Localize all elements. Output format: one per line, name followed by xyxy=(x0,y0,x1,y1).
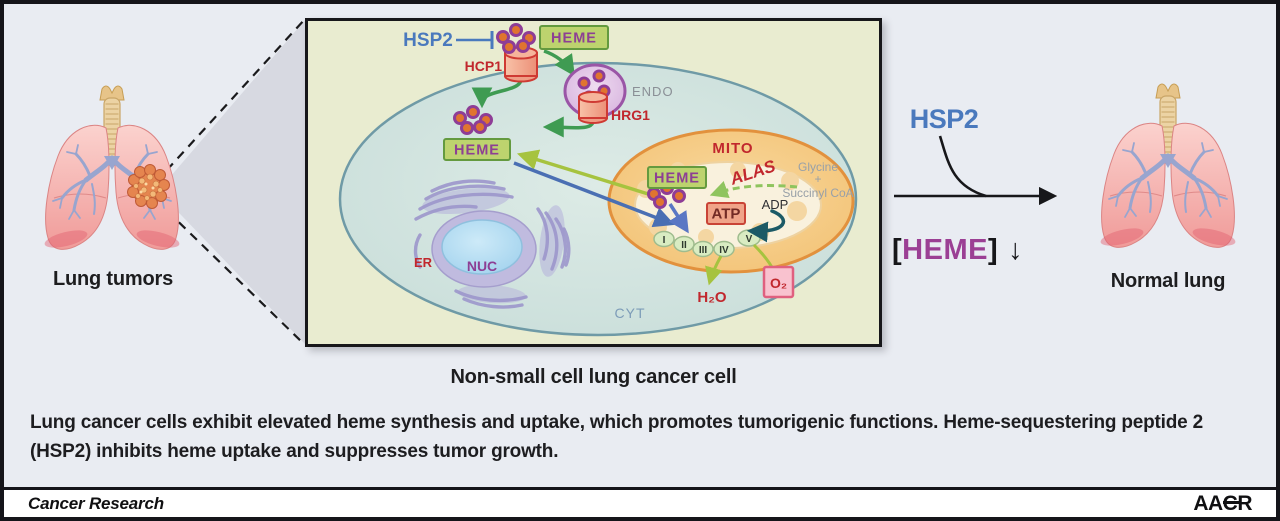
figure-panel: Lung tumors xyxy=(4,4,1276,487)
journal-footer: Cancer Research AACR xyxy=(4,487,1276,521)
nucleus xyxy=(431,210,537,288)
bracket-open: [ xyxy=(892,234,903,266)
atp-box: ATP xyxy=(706,202,746,225)
hsp2-inhibition-bar xyxy=(456,31,494,49)
hsp2-label: HSP2 xyxy=(403,30,453,51)
cell-diagram-box: HEME HEME HEME ATP O₂ xyxy=(305,18,882,347)
hrg1-transporter xyxy=(578,91,608,124)
cytosol-heme-to-etc-arrow xyxy=(513,161,675,228)
hcp1-label: HCP1 xyxy=(465,58,503,74)
diagram-title: Non-small cell lung cancer cell xyxy=(450,366,737,388)
cyt-label: CYT xyxy=(615,305,646,321)
down-arrow: ↓ xyxy=(1008,234,1024,266)
complex-v: V xyxy=(746,234,753,245)
journal-title: Cancer Research xyxy=(28,493,164,513)
svg-text:O₂: O₂ xyxy=(770,275,787,291)
complex-iii: III xyxy=(699,245,708,256)
heme-box-extracellular: HEME xyxy=(539,25,609,50)
heme-to-endosome-arrow xyxy=(543,49,575,77)
complex-i: I xyxy=(663,235,666,246)
o2-box: O₂ xyxy=(762,265,795,299)
complex-ii: II xyxy=(681,240,687,251)
mito-heme-to-etc-arrow xyxy=(668,203,689,234)
adp-label: ADP xyxy=(762,197,789,212)
figure-caption: Lung cancer cells exhibit elevated heme … xyxy=(30,412,1203,462)
aacr-logo-bar xyxy=(1223,500,1241,504)
lung-tumors-illustration xyxy=(32,82,192,267)
svg-text:ATP: ATP xyxy=(712,206,741,223)
hcp1-transporter xyxy=(504,46,538,83)
right-panel-label: Normal lung xyxy=(1110,270,1226,292)
tumor xyxy=(127,164,170,209)
heme-decrease-label: [HEME] ↓ xyxy=(892,234,1023,267)
left-panel-label: Lung tumors xyxy=(52,268,173,290)
nuc-label: NUC xyxy=(467,258,497,274)
mito-label: MITO xyxy=(712,140,753,157)
h2o-arrow xyxy=(705,255,723,286)
mito-to-cytosol-heme-arrow xyxy=(516,149,659,199)
adp-atp-arrow xyxy=(746,209,786,243)
svg-text:HEME: HEME xyxy=(654,171,700,187)
endo-label: ENDO xyxy=(632,84,674,99)
heme-box-cytosol: HEME xyxy=(443,138,511,161)
er-label: ER xyxy=(414,255,433,270)
bracket-close: ] xyxy=(987,234,999,266)
succinyl-label: Succinyl CoA xyxy=(782,186,853,200)
svg-text:HEME: HEME xyxy=(454,143,500,159)
glycine-label: Glycine xyxy=(798,160,838,174)
svg-text:HEME: HEME xyxy=(551,31,597,47)
normal-lung-illustration xyxy=(1088,80,1248,265)
complex-iv: IV xyxy=(719,245,729,256)
cell-diagram: HEME HEME HEME ATP O₂ xyxy=(338,23,858,337)
aacr-logo: AACR xyxy=(1193,492,1252,516)
aacr-text: AACR xyxy=(1193,492,1252,515)
heme-word: HEME xyxy=(902,234,988,266)
hsp2-right-label: HSP2 xyxy=(909,104,979,134)
heme-dots-extracellular xyxy=(496,23,536,54)
plus-label: + xyxy=(814,172,821,186)
endoplasmic-reticulum xyxy=(413,179,571,309)
heme-box-mito: HEME xyxy=(647,166,707,189)
h2o-label: H₂O xyxy=(697,289,726,306)
hrg1-label: HRG1 xyxy=(611,107,650,123)
reaction-arrow xyxy=(894,135,1058,206)
heme-dots-cytosol xyxy=(453,105,493,135)
